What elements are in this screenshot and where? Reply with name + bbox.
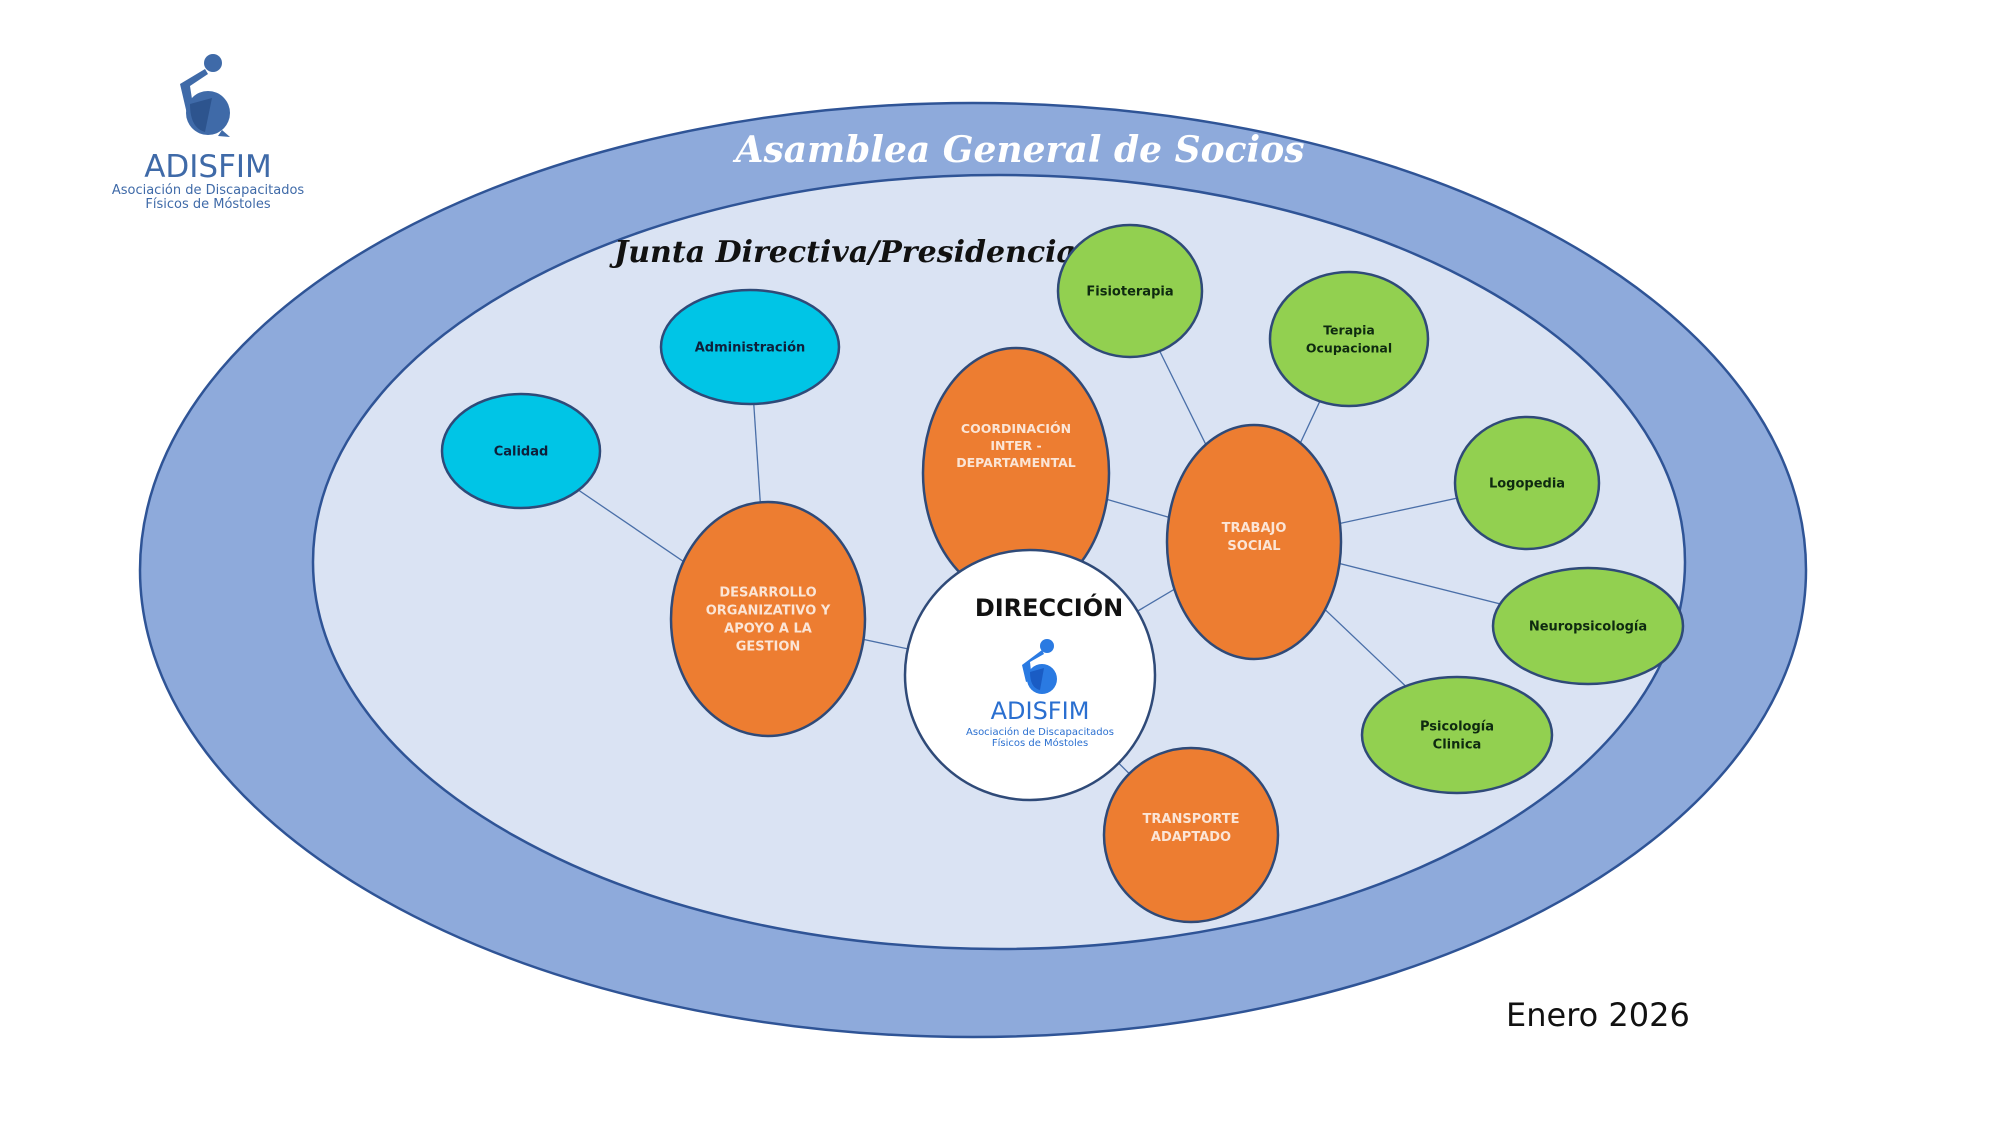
calidad-shape[interactable]: [440, 392, 602, 510]
transporte-label: TRANSPORTE: [1143, 812, 1240, 827]
trabajo-social-label: TRABAJO: [1222, 521, 1287, 536]
desarrollo-label: DESARROLLO: [719, 586, 816, 601]
junta-title: Junta Directiva/Presidencia: [609, 235, 1076, 270]
terapia-ocupacional-label: Ocupacional: [1306, 340, 1392, 355]
calidad-label: Calidad: [494, 445, 549, 460]
adisfim-logo: ADISFIM Asociación de Discapacitados Fís…: [112, 54, 305, 212]
direccion-logo-line1: Asociación de Discapacitados: [966, 726, 1114, 738]
transporte-shape[interactable]: [1102, 746, 1280, 924]
desarrollo-shape[interactable]: [669, 500, 867, 738]
wheelchair-person-icon: [1022, 639, 1057, 694]
logo-subtitle-1: Asociación de Discapacitados: [112, 183, 305, 198]
neuropsicologia-label: Neuropsicología: [1529, 620, 1647, 635]
asamblea-title: Asamblea General de Socios: [733, 129, 1305, 171]
coordinacion-label: DEPARTAMENTAL: [956, 455, 1076, 470]
logo-subtitle-2: Físicos de Móstoles: [145, 197, 270, 212]
node-neuropsicologia[interactable]: Neuropsicología: [1491, 566, 1685, 686]
node-administracion[interactable]: Administración: [659, 288, 841, 406]
node-desarrollo[interactable]: DESARROLLO ORGANIZATIVO Y APOYO A LA GESTIO…: [669, 500, 867, 738]
node-transporte[interactable]: TRANSPORTE ADAPTADO: [1102, 746, 1280, 924]
direccion-logo-line2: Físicos de Móstoles: [992, 737, 1088, 749]
coordinacion-label: INTER -: [990, 438, 1041, 453]
transporte-label: ADAPTADO: [1151, 830, 1231, 845]
node-calidad[interactable]: Calidad: [440, 392, 602, 510]
desarrollo-label: GESTION: [736, 640, 801, 655]
logopedia-shape[interactable]: [1453, 415, 1601, 551]
node-fisioterapia[interactable]: Fisioterapia: [1056, 223, 1204, 359]
administracion-label: Administración: [695, 341, 806, 356]
administracion-shape[interactable]: [659, 288, 841, 406]
node-trabajo-social[interactable]: TRABAJO SOCIAL: [1165, 423, 1343, 661]
desarrollo-label: ORGANIZATIVO Y: [706, 604, 831, 619]
psicologia-clinica-shape[interactable]: [1360, 675, 1554, 795]
trabajo-social-shape[interactable]: [1165, 423, 1343, 661]
fisioterapia-label: Fisioterapia: [1086, 285, 1173, 300]
psicologia-clinica-label: Clinica: [1433, 738, 1482, 753]
psicologia-clinica-label: Psicología: [1420, 720, 1494, 735]
node-direccion[interactable]: DIRECCIÓN ADISFIM Asociación de Discapac…: [903, 548, 1157, 802]
neuropsicologia-shape[interactable]: [1491, 566, 1685, 686]
node-logopedia[interactable]: Logopedia: [1453, 415, 1601, 551]
trabajo-social-label: SOCIAL: [1227, 539, 1280, 554]
direccion-title: DIRECCIÓN: [975, 592, 1123, 622]
fisioterapia-shape[interactable]: [1056, 223, 1204, 359]
logo-brand: ADISFIM: [144, 149, 272, 185]
logopedia-label: Logopedia: [1489, 477, 1565, 492]
date-label: Enero 2026: [1506, 996, 1690, 1034]
direccion-logo-brand: ADISFIM: [991, 697, 1090, 725]
terapia-ocupacional-label: Terapia: [1323, 322, 1375, 337]
wheelchair-person-icon: [180, 54, 230, 137]
terapia-ocupacional-shape[interactable]: [1268, 270, 1430, 408]
department-nodes: DESARROLLO ORGANIZATIVO Y APOYO A LA GESTIO…: [440, 223, 1685, 924]
coordinacion-label: COORDINACIÓN: [961, 421, 1071, 436]
desarrollo-label: APOYO A LA: [724, 622, 812, 637]
